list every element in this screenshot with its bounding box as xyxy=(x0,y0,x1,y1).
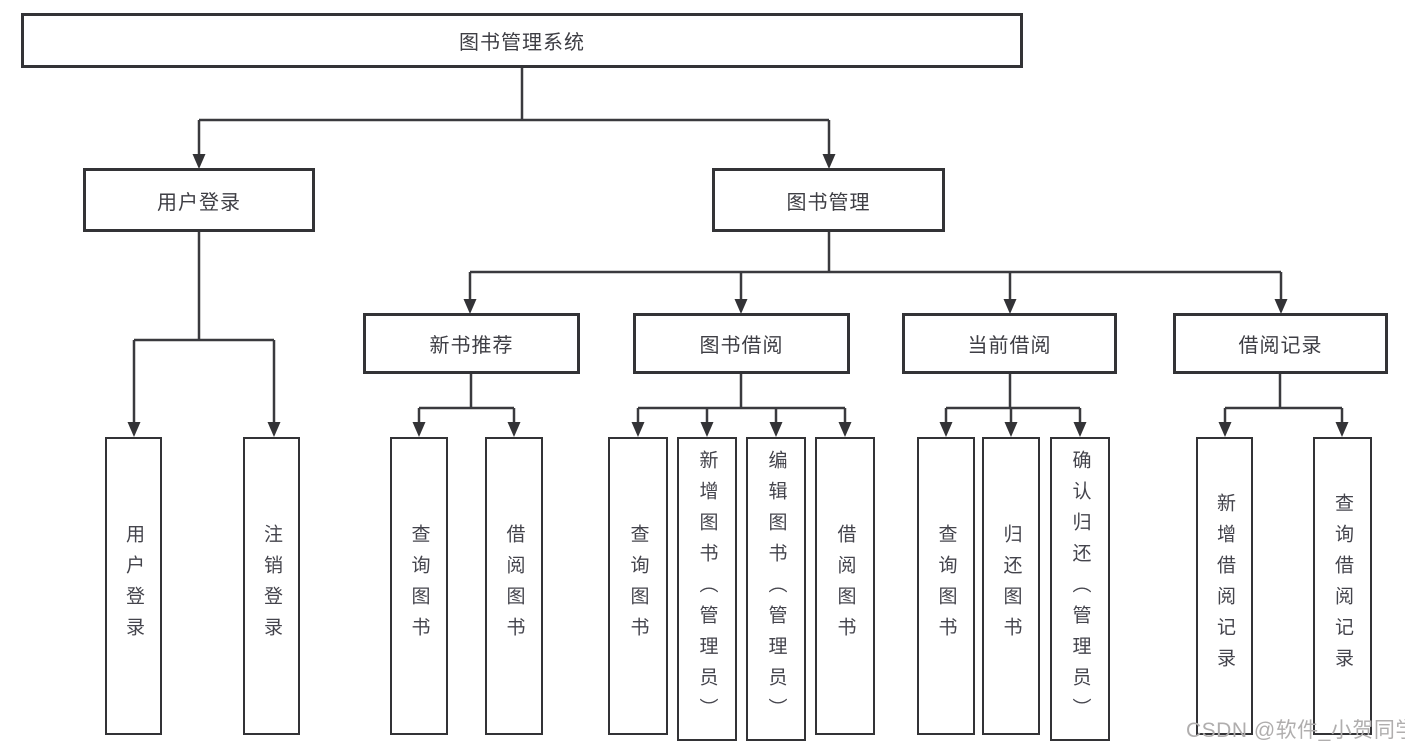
leaf-query-books-2-label: 查询图书 xyxy=(627,524,649,648)
leaf-add-borrow-record-label: 新增借阅记录 xyxy=(1214,493,1235,679)
leaf-edit-books-admin-label: 编辑图书（管理员） xyxy=(765,449,787,729)
node-new-book-recommend-label: 新书推荐 xyxy=(429,335,514,357)
node-book-borrow-label: 图书借阅 xyxy=(699,335,784,357)
leaf-query-borrow-record-label: 查询借阅记录 xyxy=(1332,493,1353,679)
leaf-confirm-return-admin: 确认归还（管理员） xyxy=(1050,437,1110,741)
leaf-user-login-label: 用户登录 xyxy=(123,524,144,648)
leaf-user-login: 用户登录 xyxy=(105,437,162,735)
leaf-add-books-admin: 新增图书（管理员） xyxy=(677,437,737,741)
node-borrow-records: 借阅记录 xyxy=(1173,313,1388,374)
leaf-query-books-1: 查询图书 xyxy=(390,437,448,735)
node-current-borrow: 当前借阅 xyxy=(902,313,1117,374)
leaf-query-books-1-label: 查询图书 xyxy=(408,524,430,648)
leaf-query-books-2: 查询图书 xyxy=(608,437,668,735)
leaf-query-books-3-label: 查询图书 xyxy=(935,524,957,648)
node-current-borrow-label: 当前借阅 xyxy=(967,335,1052,357)
node-borrow-records-label: 借阅记录 xyxy=(1238,335,1323,357)
node-book-borrow: 图书借阅 xyxy=(633,313,850,374)
node-book-management-label: 图书管理 xyxy=(786,191,871,214)
arrowheads xyxy=(127,154,1349,437)
leaf-add-borrow-record: 新增借阅记录 xyxy=(1196,437,1253,735)
node-root-label: 图书管理系统 xyxy=(459,32,585,54)
leaf-query-books-3: 查询图书 xyxy=(917,437,975,735)
node-user-login-label: 用户登录 xyxy=(157,191,241,214)
leaf-logout: 注销登录 xyxy=(243,437,300,735)
edge-current-borrow-children xyxy=(944,374,1082,424)
edge-new-book-recommend-children xyxy=(417,374,516,424)
edge-borrow-records-children xyxy=(1223,374,1344,424)
leaf-edit-books-admin: 编辑图书（管理员） xyxy=(746,437,806,741)
leaf-return-books: 归还图书 xyxy=(982,437,1040,735)
leaf-borrow-books-2: 借阅图书 xyxy=(815,437,875,735)
node-book-management: 图书管理 xyxy=(712,168,945,232)
leaf-borrow-books-1-label: 借阅图书 xyxy=(503,524,525,648)
node-user-login: 用户登录 xyxy=(83,168,315,232)
edge-book-mgmt-to-groups xyxy=(468,232,1283,301)
leaf-borrow-books-2-label: 借阅图书 xyxy=(834,524,856,648)
node-root-system: 图书管理系统 xyxy=(21,13,1023,68)
leaf-query-borrow-record: 查询借阅记录 xyxy=(1313,437,1372,735)
edge-root-to-level2 xyxy=(197,68,831,157)
leaf-logout-label: 注销登录 xyxy=(261,524,282,648)
leaf-borrow-books-1: 借阅图书 xyxy=(485,437,543,735)
edge-user-login-children xyxy=(132,232,276,424)
leaf-return-books-label: 归还图书 xyxy=(1000,524,1022,648)
node-new-book-recommend: 新书推荐 xyxy=(363,313,580,374)
leaf-add-books-admin-label: 新增图书（管理员） xyxy=(696,449,718,729)
leaf-confirm-return-admin-label: 确认归还（管理员） xyxy=(1069,449,1091,729)
edge-book-borrow-children xyxy=(636,374,847,424)
watermark-text: CSDN @软件_小贺同学 xyxy=(1186,719,1405,742)
